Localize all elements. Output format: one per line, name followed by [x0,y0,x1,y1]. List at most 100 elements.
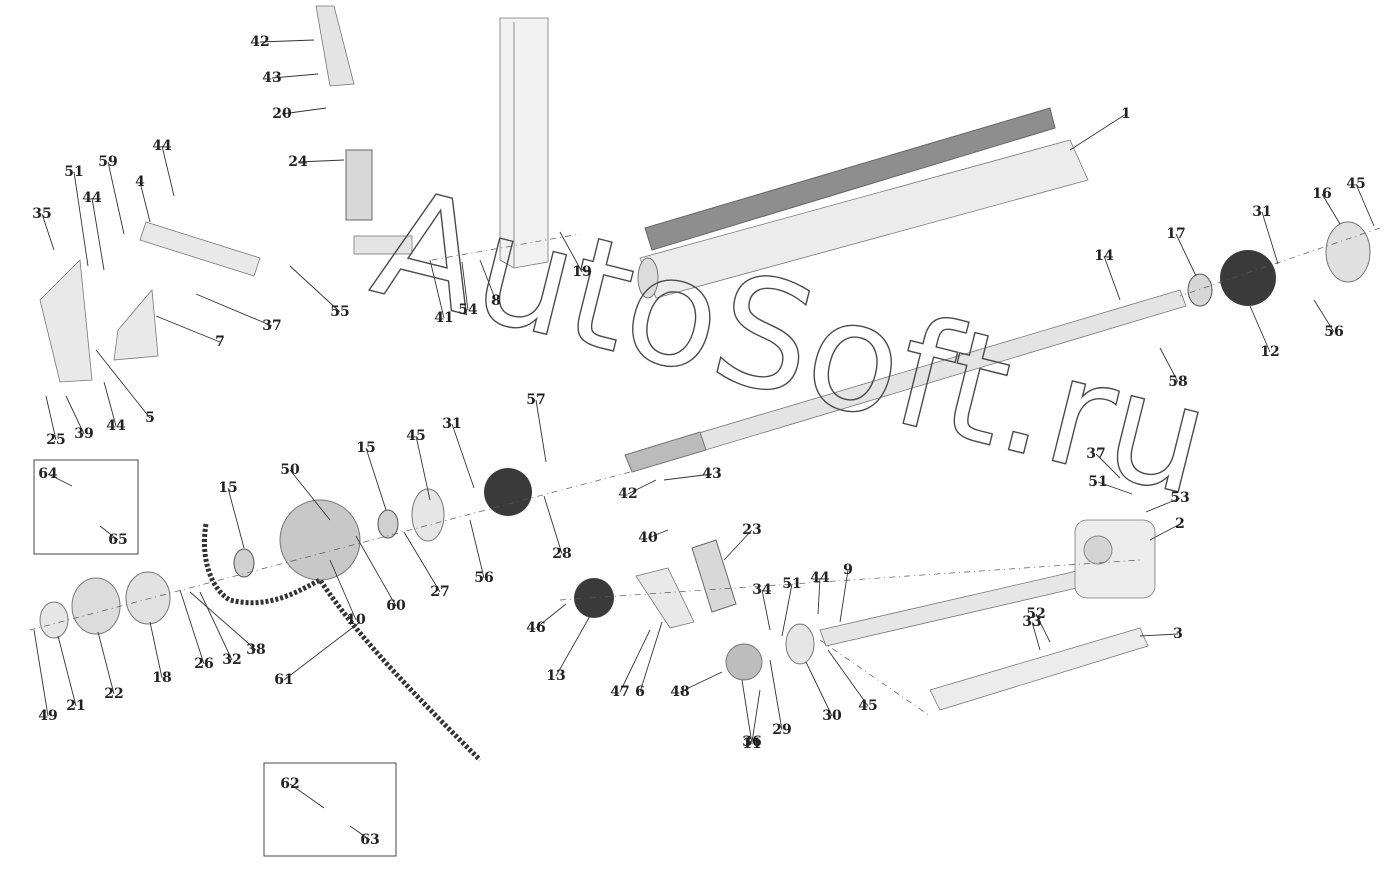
callout-label-17: 17 [1166,226,1185,242]
leader-lines [33,39,1375,841]
callout-label-20: 20 [272,106,292,122]
leader-line-64 [47,473,73,487]
callout-label-43: 43 [262,70,281,86]
part-6-arm [635,567,695,629]
callout-label-24: 24 [288,154,308,170]
leader-line-26 [179,589,205,665]
callout-label-16: 16 [1312,186,1331,202]
callout-label-45: 45 [406,428,425,444]
leader-line-31 [451,423,475,489]
leader-line-24 [297,159,345,163]
leader-line-4 [139,181,151,223]
part-61-chain [201,523,482,762]
callout-label-11: 11 [742,736,761,752]
callout-label-14: 14 [1094,248,1114,264]
leader-line-52 [1035,613,1051,643]
leader-line-53 [1145,497,1181,513]
part-5-bracket [39,259,93,383]
part-12-sprocket [1220,250,1276,306]
callout-label-15: 15 [356,440,375,456]
callout-label-8: 8 [491,293,501,309]
callout-label-15: 15 [218,480,237,496]
callout-label-53: 53 [1170,490,1189,506]
callout-label-36: 36 [742,734,761,750]
part-10-sprocket [279,499,361,581]
callout-label-52: 52 [1026,606,1045,622]
leader-line-15 [365,447,387,511]
leader-line-20 [281,107,327,115]
leader-line-16 [1321,193,1341,225]
leader-line-37 [195,293,273,327]
callout-label-31: 31 [442,416,461,432]
callout-label-38: 38 [246,642,265,658]
part-2-gearbox-hole [1083,535,1113,565]
callout-label-33: 33 [1022,614,1041,630]
leader-line-13 [555,615,591,677]
part-22-spring [71,577,121,635]
callout-label-47: 47 [610,684,629,700]
part-7-plate [113,289,159,361]
leader-line-36 [751,689,761,743]
callout-label-31: 31 [1252,204,1271,220]
callout-label-23: 23 [742,522,761,538]
leader-line-48 [679,671,723,693]
callout-label-40: 40 [638,530,658,546]
leader-line-54 [461,261,469,311]
leader-line-19 [559,231,583,273]
leader-line-50 [289,469,331,521]
leader-line-56 [1313,299,1335,333]
leader-line-51 [73,171,89,267]
leader-line-23 [723,529,753,561]
leader-line-56 [469,519,485,579]
callout-label-42: 42 [250,34,269,50]
part-16-hub [1325,221,1371,283]
callout-label-55: 55 [330,304,349,320]
leader-line-2 [1149,523,1181,541]
part-18-hub [125,571,171,625]
leader-line-1 [1069,113,1127,151]
callout-label-32: 32 [222,652,241,668]
part-4-lever [139,221,261,277]
leader-line-8 [479,259,497,302]
leader-line-27 [403,531,441,593]
callout-label-63: 63 [360,832,379,848]
leader-line-43 [271,73,319,79]
leader-line-45 [827,649,869,707]
callout-label-6: 6 [635,684,645,700]
callout-label-60: 60 [386,598,406,614]
leader-line-28 [543,495,563,555]
callout-label-19: 19 [572,264,591,280]
callout-label-7: 7 [215,334,225,350]
callout-label-37: 37 [262,318,281,334]
leader-line-51 [1097,481,1133,495]
callout-label-56: 56 [1324,324,1343,340]
leader-line-39 [65,395,85,435]
callout-label-56: 56 [474,570,493,586]
callout-label-9: 9 [843,562,853,578]
leader-line-44 [91,197,105,271]
leader-line-58 [1159,347,1179,383]
leader-line-15 [227,487,245,549]
callout-label-25: 25 [46,432,65,448]
leader-line-40 [647,529,669,539]
callout-label-51: 51 [782,576,801,592]
leader-line-38 [189,591,257,651]
part-45-disc [411,488,445,542]
leader-line-10 [329,559,357,621]
callout-label-48: 48 [670,684,689,700]
leader-line-21 [57,635,77,707]
part-3-tube [929,627,1149,711]
callout-label-22: 22 [104,686,123,702]
callout-label-21: 21 [66,698,85,714]
callout-label-49: 49 [38,708,57,724]
callout-label-62: 62 [280,776,299,792]
leader-line-65 [99,525,119,541]
callout-label-58: 58 [1168,374,1187,390]
leader-line-44 [817,577,821,615]
axis-lines [29,227,1381,717]
callout-label-44: 44 [106,418,126,434]
leader-line-7 [155,315,221,343]
callout-label-39: 39 [74,426,93,442]
part-17-bearing [1187,273,1213,307]
